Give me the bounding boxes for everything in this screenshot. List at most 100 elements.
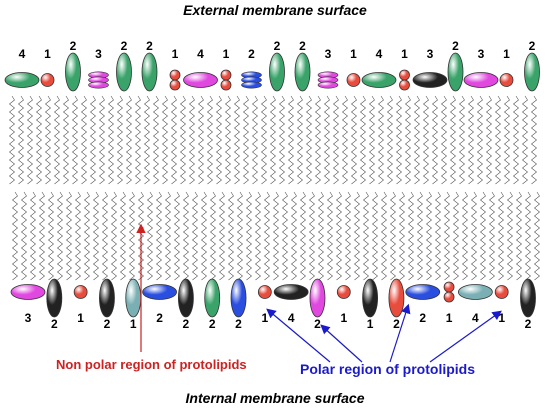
polar-head-top [141, 52, 158, 92]
head-type-label: 3 [427, 47, 434, 61]
polar-head-top [346, 73, 361, 87]
polar-head-top [4, 72, 40, 88]
head-type-label: 3 [478, 47, 485, 61]
head-type-label: 2 [156, 311, 163, 325]
alkyl-chain [453, 191, 459, 281]
head-type-label: 2 [248, 47, 255, 61]
polar-head-top [499, 73, 514, 87]
polar-head-top [220, 79, 232, 91]
alkyl-chain [336, 191, 342, 281]
polar-head-bottom [257, 285, 272, 299]
alkyl-chain [387, 95, 393, 185]
alkyl-chain [309, 191, 315, 281]
polar-head-bottom [177, 278, 194, 318]
alkyl-chain [117, 95, 123, 185]
polar-head-top [65, 52, 81, 92]
alkyl-chain [63, 95, 69, 185]
polar-head-top [116, 52, 132, 92]
alkyl-chain [144, 95, 150, 185]
alkyl-chain [120, 191, 126, 281]
polar-head-top [412, 72, 448, 88]
head-type-label: 1 [401, 47, 408, 61]
head-type-label: 1 [446, 311, 453, 325]
alkyl-chain [369, 95, 375, 185]
polar-head-bottom [204, 278, 221, 318]
alkyl-chain [153, 95, 159, 185]
polar-head-top [169, 79, 181, 91]
hydrocarbon-chains [9, 95, 540, 281]
alkyl-chain [489, 191, 495, 281]
alkyl-chain [324, 95, 330, 185]
alkyl-chain [198, 95, 204, 185]
alkyl-chain [54, 95, 60, 185]
head-type-label: 2 [419, 311, 426, 325]
head-type-label: 4 [472, 311, 479, 325]
alkyl-chain [171, 95, 177, 185]
alkyl-chain [180, 95, 186, 185]
alkyl-chain [480, 191, 486, 281]
alkyl-chain [291, 191, 297, 281]
alkyl-chain [462, 191, 468, 281]
alkyl-chain [99, 95, 105, 185]
head-type-label: 4 [197, 47, 204, 61]
alkyl-chain [93, 191, 99, 281]
head-type-label: 4 [376, 47, 383, 61]
polar-head-bottom [99, 278, 115, 318]
alkyl-chain [351, 95, 357, 185]
alkyl-chain [36, 95, 42, 185]
external-surface-title: External membrane surface [183, 2, 367, 18]
polar-head-top [269, 52, 285, 92]
head-type-label: 4 [288, 311, 295, 325]
head-type-label: 2 [235, 317, 242, 331]
head-type-label: 2 [51, 317, 58, 331]
alkyl-chain [507, 191, 513, 281]
alkyl-chain [378, 95, 384, 185]
alkyl-chain [534, 191, 540, 281]
polar-head-top [88, 81, 109, 89]
internal-surface-title: Internal membrane surface [185, 390, 365, 406]
alkyl-chain [459, 95, 465, 185]
head-type-label: 3 [25, 311, 32, 325]
polar-arrow-2 [320, 324, 363, 363]
alkyl-chain [12, 191, 18, 281]
alkyl-chain [297, 95, 303, 185]
alkyl-chain [135, 95, 141, 185]
alkyl-chain [219, 191, 225, 281]
alkyl-chain [498, 191, 504, 281]
head-type-label: 2 [183, 317, 190, 331]
polar-head-top [399, 69, 410, 81]
alkyl-chain [333, 95, 339, 185]
polar-head-bottom [125, 278, 142, 318]
alkyl-chain [279, 95, 285, 185]
alkyl-chain [72, 95, 78, 185]
alkyl-chain [516, 191, 522, 281]
alkyl-chain [345, 191, 351, 281]
head-type-label: 2 [146, 39, 153, 53]
polar-head-top [463, 72, 499, 88]
head-type-label: 2 [209, 317, 216, 331]
alkyl-chain [270, 95, 276, 185]
alkyl-chain [363, 191, 369, 281]
head-type-label: 1 [503, 47, 510, 61]
alkyl-chain [318, 191, 324, 281]
polar-head-bottom [336, 285, 351, 299]
polar-region-label: Polar region of protolipids [300, 361, 475, 377]
alkyl-chain [486, 95, 492, 185]
alkyl-chain [255, 191, 261, 281]
polar-head-top [317, 81, 339, 89]
alkyl-chain [165, 191, 171, 281]
head-type-label: 2 [70, 39, 77, 53]
alkyl-chain [138, 191, 144, 281]
alkyl-chain [525, 191, 531, 281]
alkyl-chain [372, 191, 378, 281]
nonpolar-region-label: Non polar region of protolipids [56, 357, 247, 372]
polar-head-top [40, 73, 55, 87]
alkyl-chain [9, 95, 15, 185]
head-type-label: 1 [367, 317, 374, 331]
alkyl-chain [390, 191, 396, 281]
polar-head-top [220, 69, 232, 81]
head-type-label: 3 [325, 47, 332, 61]
head-type-label: 1 [172, 47, 179, 61]
